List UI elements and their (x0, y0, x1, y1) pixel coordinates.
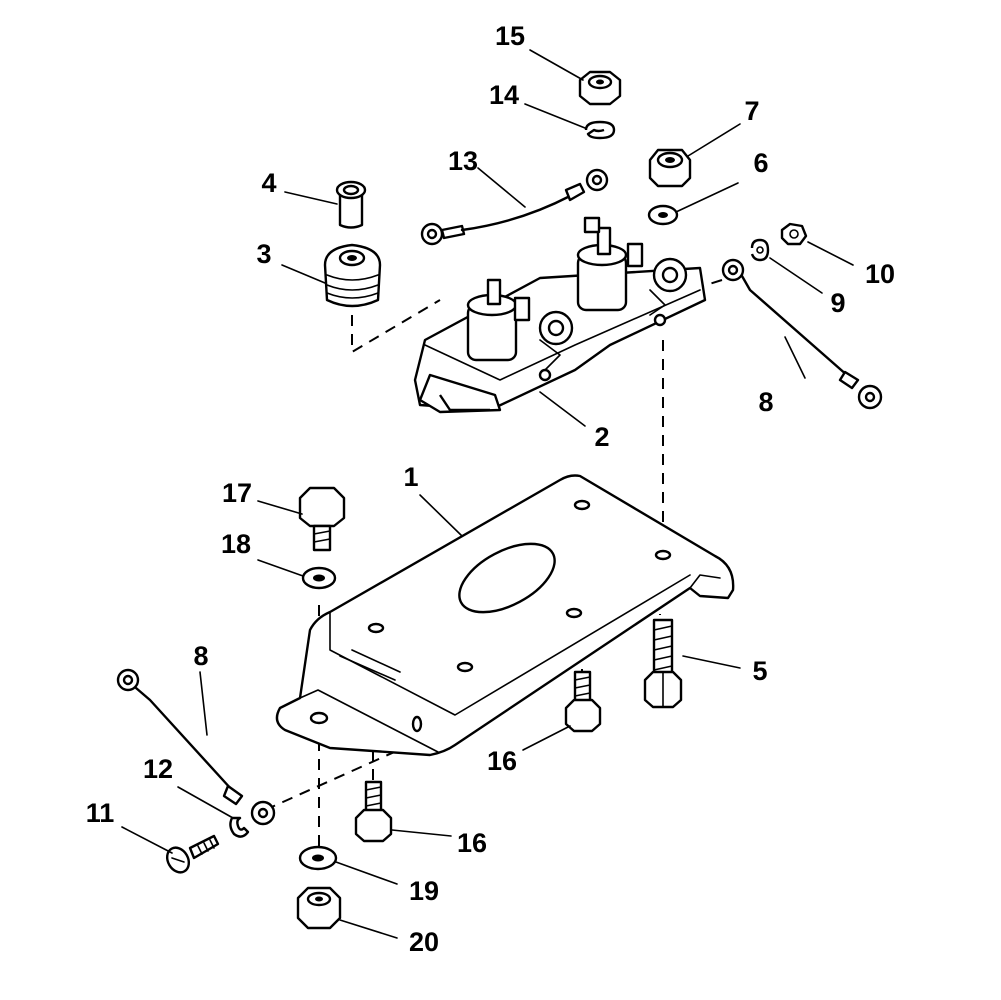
lock-washer-14 (584, 120, 616, 140)
callout-11: 11 (86, 798, 115, 828)
callout-13: 13 (448, 146, 478, 176)
callout-12: 12 (143, 754, 173, 784)
callout-3: 3 (256, 239, 271, 269)
callout-6: 6 (753, 148, 768, 178)
callout-10: 10 (865, 259, 895, 289)
nut-10 (780, 222, 808, 246)
callout-8-lower: 8 (193, 641, 208, 671)
nut-20 (296, 886, 342, 930)
lock-washer-9 (750, 238, 770, 262)
nut-15 (578, 70, 622, 106)
callout-5: 5 (752, 656, 767, 686)
cable-lower (116, 668, 276, 826)
washer-18 (301, 566, 337, 590)
callout-2: 2 (594, 422, 609, 452)
callout-14: 14 (489, 80, 519, 110)
mounting-plate (275, 474, 735, 757)
cable-13 (420, 168, 609, 246)
grommet (323, 243, 382, 308)
cable-upper (721, 258, 883, 410)
washer-6 (647, 204, 679, 226)
callout-16-left: 16 (457, 828, 487, 858)
bolt-short-left (354, 780, 393, 843)
callout-17: 17 (222, 478, 252, 508)
callout-8-upper: 8 (758, 387, 773, 417)
callout-18: 18 (221, 529, 251, 559)
solenoid-assembly (413, 216, 707, 414)
callout-19: 19 (409, 876, 439, 906)
bolt-short-right (564, 670, 602, 733)
callout-9: 9 (830, 288, 845, 318)
callout-numbers: 15 14 7 6 13 4 3 10 9 8 2 1 17 18 5 8 16… (86, 21, 895, 957)
callout-20: 20 (409, 927, 439, 957)
callout-1: 1 (403, 462, 418, 492)
lock-nut-7 (648, 148, 692, 188)
leader-lines (121, 49, 854, 939)
callout-4: 4 (261, 168, 276, 198)
bolt-17 (298, 486, 346, 552)
washer-19 (298, 845, 338, 871)
callout-7: 7 (744, 96, 759, 126)
lock-washer-12 (229, 816, 250, 838)
bushing (335, 180, 367, 229)
callout-16-right: 16 (487, 746, 517, 776)
callout-15: 15 (495, 21, 525, 51)
bolt-long (643, 618, 683, 709)
screw-11 (165, 834, 220, 874)
